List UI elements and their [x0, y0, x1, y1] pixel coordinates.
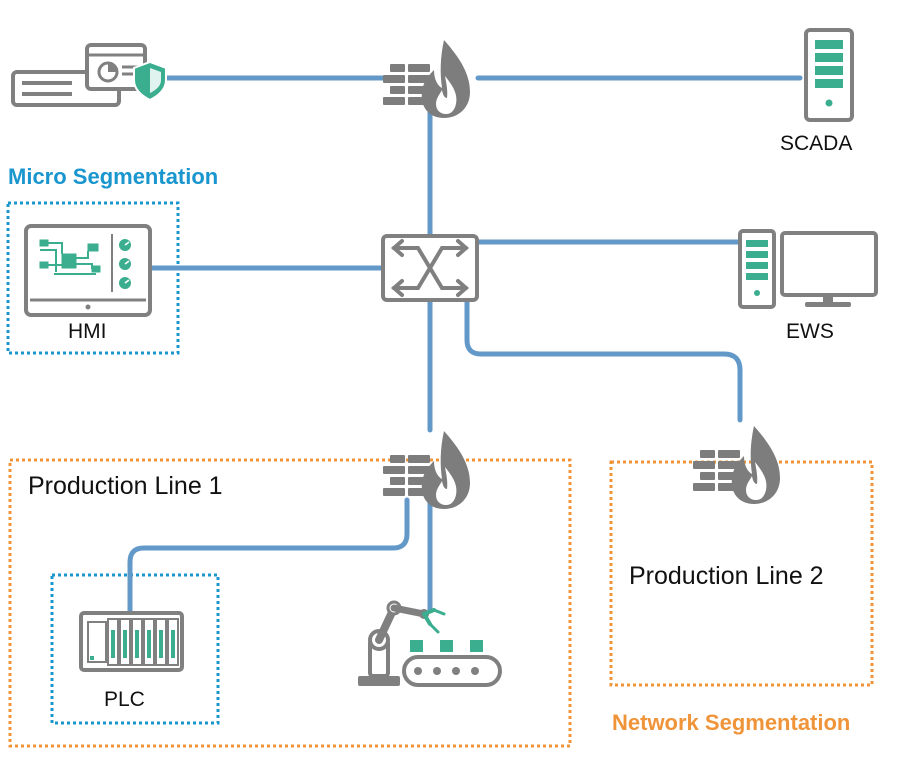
hmi-label: HMI	[68, 320, 107, 343]
hmi-micro-zone	[6, 201, 180, 355]
firewall-icon-line1	[383, 431, 470, 509]
micro-segmentation-label: Micro Segmentation	[8, 164, 219, 189]
network-links	[127, 75, 803, 621]
network-segmentation-label: Network Segmentation	[612, 710, 851, 735]
plc-micro-zone	[50, 573, 220, 725]
hmi-panel-icon	[24, 224, 152, 317]
policy-server-icon	[11, 43, 167, 107]
plc-label: PLC	[104, 688, 145, 711]
ews-label: EWS	[786, 320, 834, 343]
network-switch-icon	[381, 234, 479, 302]
firewall-icon-top	[383, 40, 470, 118]
production-line-2-zone	[609, 460, 874, 687]
scada-label: SCADA	[780, 132, 853, 155]
server-tower-icon	[804, 28, 854, 122]
firewall-icon-line2	[693, 426, 780, 504]
workstation-icon	[738, 229, 878, 309]
robot-conveyor-icon	[358, 600, 502, 687]
plc-rack-icon	[79, 611, 184, 672]
production-line-1-zone	[8, 458, 572, 748]
production-line-2-label: Production Line 2	[629, 562, 824, 590]
production-line-1-label: Production Line 1	[28, 472, 223, 500]
